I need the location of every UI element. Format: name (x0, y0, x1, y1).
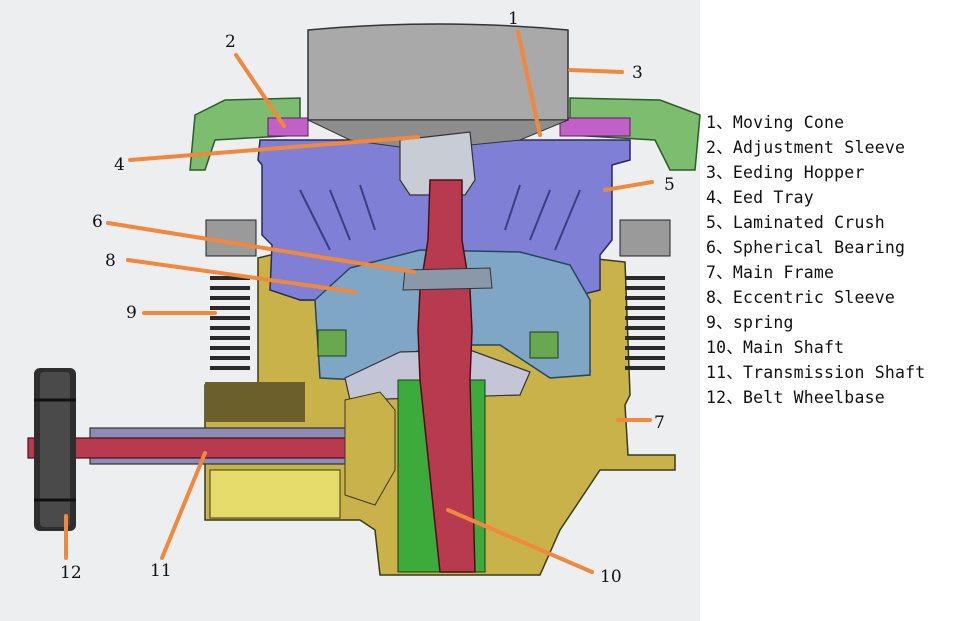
spring-left (210, 276, 250, 370)
bearing-seal-left (317, 329, 347, 357)
leader-4 (128, 135, 420, 162)
callout-6: 6 (92, 212, 103, 232)
callout-12: 12 (60, 563, 82, 583)
legend-item-eccentric-sleeve: 8、Eccentric Sleeve (706, 288, 895, 307)
callout-7: 7 (654, 413, 665, 433)
callout-10: 10 (600, 567, 622, 587)
legend-item-moving-cone: 1、Moving Cone (706, 113, 845, 132)
legend-item-adjustment-sleeve: 2、Adjustment Sleeve (706, 138, 906, 157)
leader-2 (234, 53, 286, 128)
sleeve-ribs (299, 184, 581, 251)
callout-2: 2 (225, 32, 236, 52)
spring-bolt-right (619, 219, 671, 257)
legend-item-main-frame: 7、Main Frame (706, 263, 835, 282)
legend-item-feed-tray: 4、Eed Tray (706, 188, 814, 207)
pinion-gear (344, 391, 396, 506)
callout-4: 4 (114, 155, 125, 175)
legend-item-spherical-bearing: 6、Spherical Bearing (706, 238, 906, 257)
legend-item-laminated-crush: 5、Laminated Crush (706, 213, 885, 232)
transmission-shaft (27, 437, 389, 459)
callout-8: 8 (105, 251, 116, 271)
legend-item-feeding-hopper: 3、Eeding Hopper (706, 163, 865, 182)
legend-item-main-shaft: 10、Main Shaft (706, 338, 845, 357)
leader-10 (446, 508, 594, 574)
parts-legend: 1、Moving Cone 2、Adjustment Sleeve 3、Eedi… (706, 110, 958, 410)
magenta-band-right (559, 117, 631, 137)
belt-wheel (34, 368, 76, 531)
magenta-band-left (267, 117, 309, 137)
leader-6 (106, 221, 416, 274)
callout-3: 3 (632, 63, 643, 83)
legend-item-belt-wheelbase: 12、Belt Wheelbase (706, 388, 885, 407)
shaft-collar (402, 267, 493, 291)
frame-inner-shadow (205, 382, 305, 422)
leader-1 (516, 30, 542, 137)
feeding-hopper (307, 23, 569, 121)
callout-9: 9 (126, 303, 137, 323)
callout-numbers: 1 2 3 4 5 6 7 8 9 10 11 12 (60, 9, 675, 587)
legend-item-transmission-shaft: 11、Transmission Shaft (706, 363, 926, 382)
callout-11: 11 (150, 561, 172, 581)
spring-right (625, 276, 665, 370)
callout-1: 1 (508, 9, 519, 29)
callout-5: 5 (664, 175, 675, 195)
leader-3 (568, 68, 624, 74)
adjustment-ring (189, 97, 301, 171)
leader-8 (126, 258, 357, 294)
legend-item-spring: 9、spring (706, 313, 794, 332)
leader-lines (64, 30, 654, 574)
frame-lower-block (209, 469, 341, 519)
bearing-seal-right (529, 331, 559, 359)
leader-5 (603, 180, 654, 192)
leader-11 (160, 451, 207, 560)
